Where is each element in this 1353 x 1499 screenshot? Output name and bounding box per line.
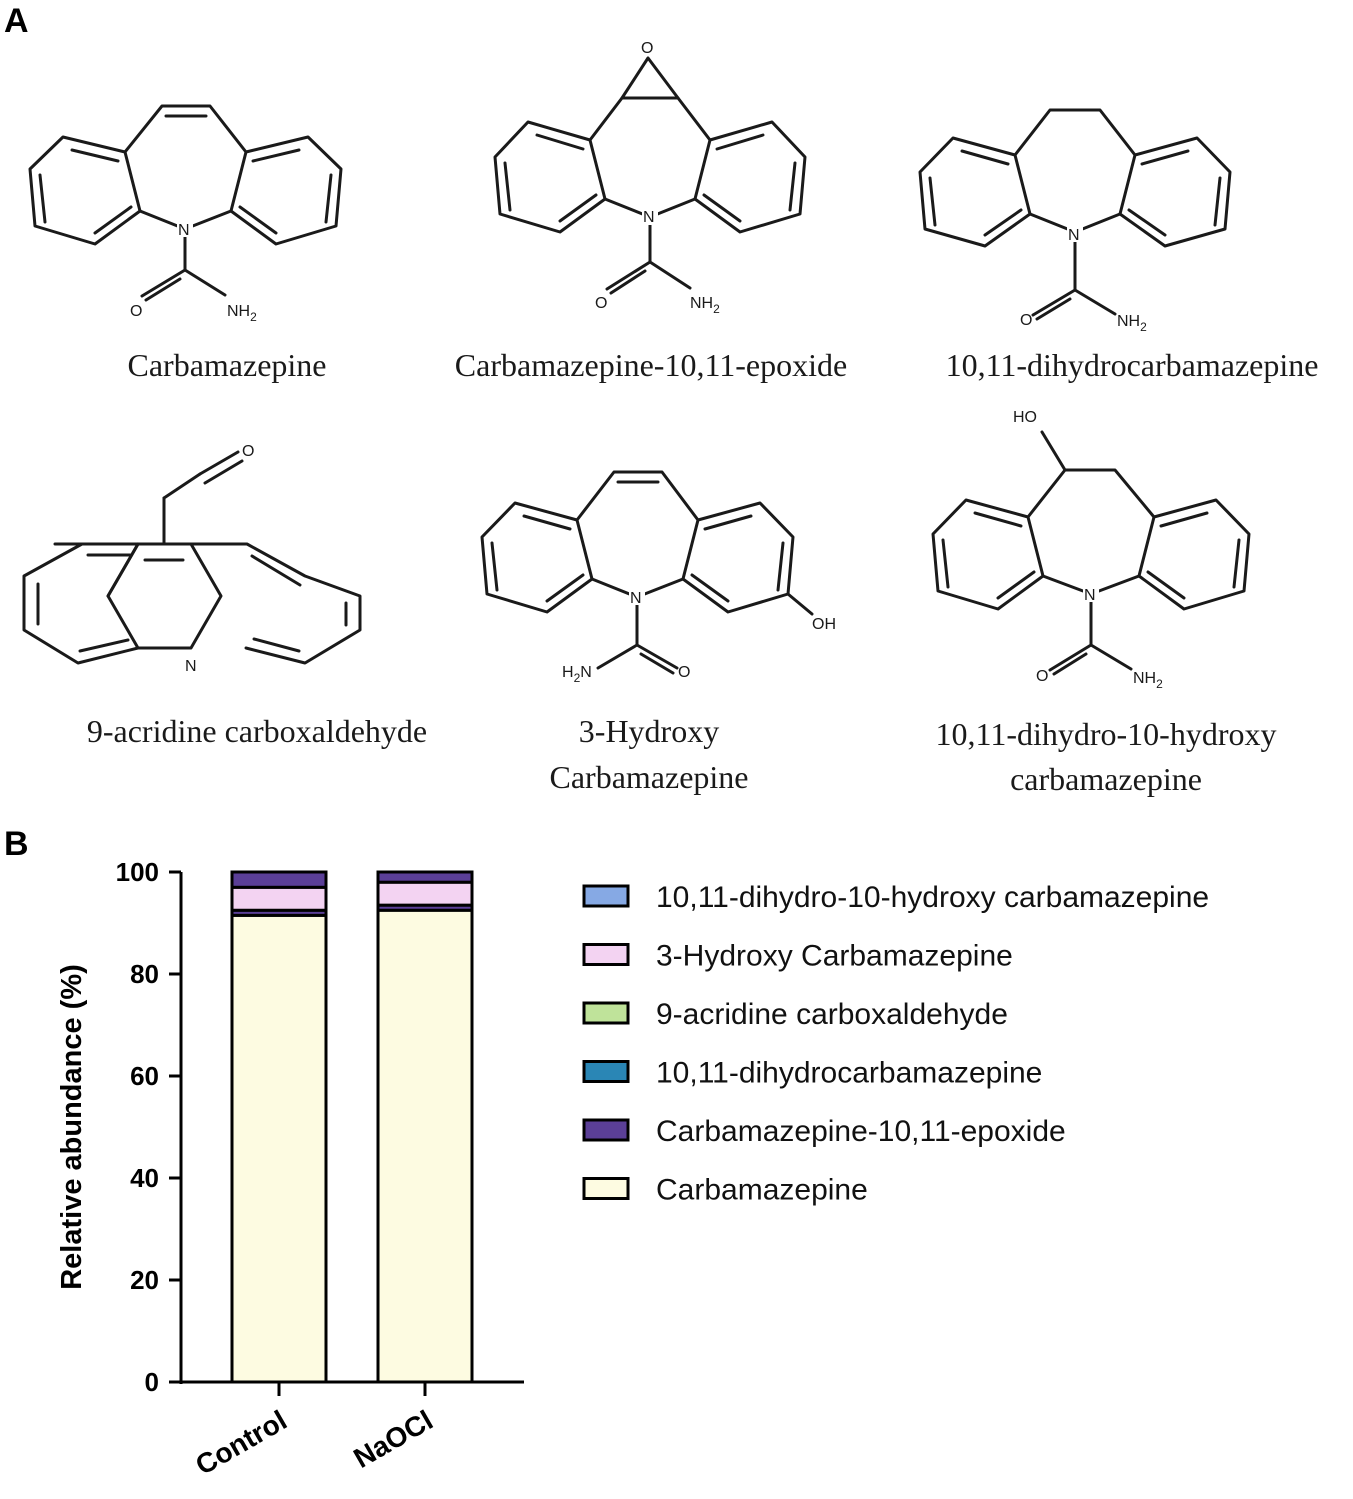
atom-n: N (178, 222, 190, 239)
atom-nh2: NH2 (1133, 670, 1163, 691)
structure-acridine: N O (22, 443, 362, 675)
legend-swatch (582, 1001, 630, 1025)
atom-n: N (1084, 587, 1096, 604)
panel-b-label: B (4, 825, 29, 863)
atom-o: O (1020, 312, 1032, 329)
compound-name-hydroxy3-line2: Carbamazepine (550, 759, 749, 795)
structure-carbamazepine: N O NH2 (28, 104, 343, 324)
legend-label: 9-acridine carboxaldehyde (656, 998, 1008, 1031)
atom-o: O (130, 303, 142, 320)
y-axis-title: Relative abundance (%) (56, 964, 88, 1290)
atom-nh2: NH2 (690, 295, 720, 316)
structure-dihydrohydroxy: N HO O NH2 (931, 409, 1251, 691)
atom-n: N (185, 658, 197, 675)
bar-segment (230, 885, 328, 912)
atom-h2n: H2N (562, 664, 592, 685)
legend-swatch (582, 884, 630, 908)
y-tick-label: 0 (145, 1367, 159, 1397)
atom-o: O (242, 443, 254, 460)
panel-a-label: A (4, 2, 29, 40)
bar-segment (376, 908, 474, 1384)
y-tick-label: 60 (130, 1061, 159, 1091)
atom-o: O (678, 664, 690, 681)
chart-legend: 10,11-dihydro-10-hydroxy carbamazepine 3-… (582, 881, 1209, 1207)
structure-epoxide: O N O NH2 (493, 38, 807, 316)
bar-segment (376, 880, 474, 907)
atom-o: O (595, 295, 607, 312)
bar-segment (230, 913, 328, 1384)
compound-name-dihydro: 10,11-dihydrocarbamazepine (946, 347, 1319, 383)
atom-n: N (630, 590, 642, 607)
atom-n: N (643, 209, 655, 226)
bar-segment (376, 870, 474, 884)
compound-name-dihydrohydroxy-line2: carbamazepine (1010, 761, 1202, 797)
compound-name-hydroxy3-line1: 3-Hydroxy (579, 713, 719, 749)
atom-nh2: NH2 (1117, 313, 1147, 334)
atom-oh: OH (812, 616, 836, 633)
y-tick-label: 80 (130, 959, 159, 989)
compound-name-acridine: 9-acridine carboxaldehyde (87, 713, 427, 749)
legend-swatch (582, 1177, 630, 1200)
structure-hydroxy3: N OH H2N O (480, 470, 836, 685)
structure-dihydro: N O NH2 (918, 108, 1232, 334)
atom-ho: HO (1013, 409, 1037, 426)
legend-label: 10,11-dihydrocarbamazepine (656, 1057, 1042, 1090)
compound-name-epoxide: Carbamazepine-10,11-epoxide (455, 347, 847, 383)
y-tick-label: 40 (130, 1163, 159, 1193)
compound-name-carbamazepine: Carbamazepine (128, 347, 327, 383)
compound-name-dihydrohydroxy-line1: 10,11-dihydro-10-hydroxy (936, 716, 1277, 752)
legend-label: Carbamazepine (656, 1174, 868, 1207)
legend-swatch (582, 943, 630, 966)
legend-label: 3-Hydroxy Carbamazepine (656, 940, 1013, 973)
atom-nh2: NH2 (227, 303, 257, 324)
atom-o: O (641, 40, 653, 57)
atom-n: N (1068, 227, 1080, 244)
legend-swatch (582, 1118, 630, 1142)
legend-label: Carbamazepine-10,11-epoxide (656, 1115, 1066, 1148)
x-tick-label: Control (190, 1404, 292, 1481)
y-tick-label: 20 (130, 1265, 159, 1295)
y-tick-label: 100 (116, 857, 159, 887)
atom-o: O (1036, 668, 1048, 685)
legend-label: 10,11-dihydro-10-hydroxy carbamazepine (656, 881, 1209, 914)
x-tick-label: NaOCl (348, 1404, 438, 1474)
bar-segment (230, 870, 328, 889)
legend-swatch (582, 1060, 630, 1083)
